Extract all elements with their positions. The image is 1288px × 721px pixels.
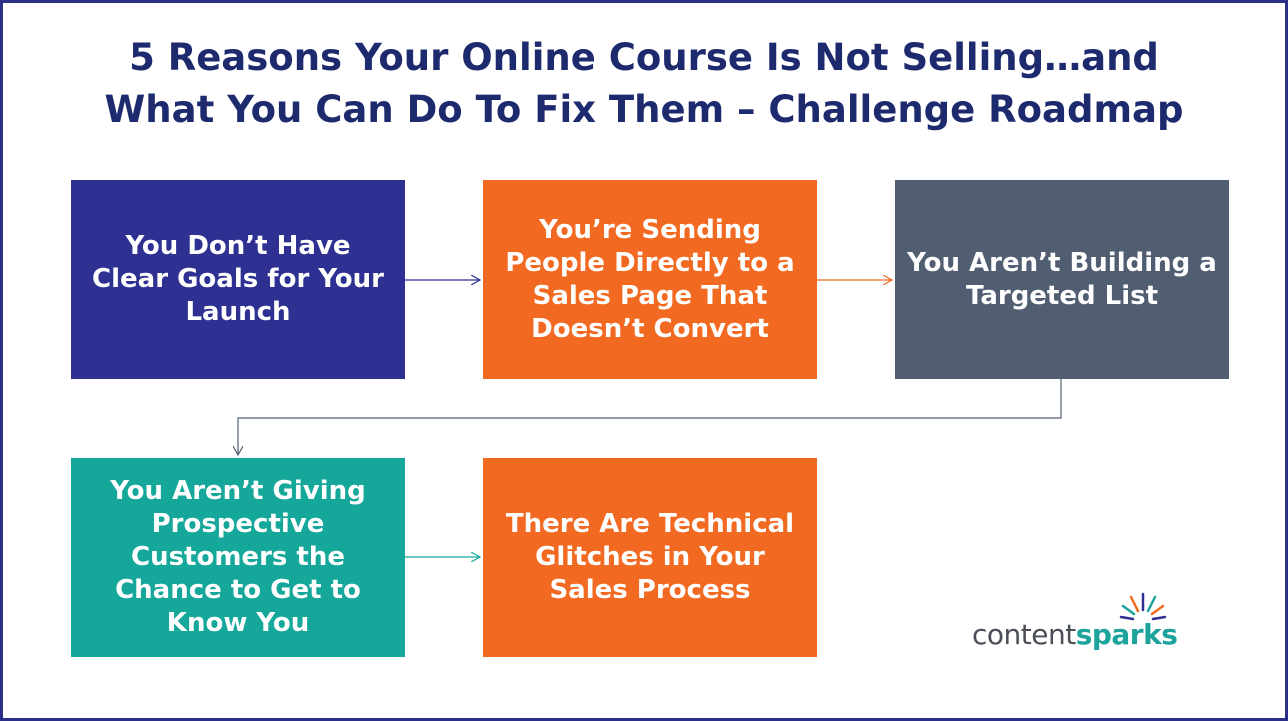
step-4-box: You Aren’t Giving Prospective Customers … — [71, 458, 405, 657]
step-4-label: You Aren’t Giving Prospective Customers … — [110, 476, 366, 638]
step-5-box: There Are Technical Glitches in Your Sal… — [483, 458, 817, 657]
sparkle-burst-icon — [1119, 592, 1167, 621]
logo-wordmark-sparks: sparks — [1075, 618, 1178, 651]
step-5-label: There Are Technical Glitches in Your Sal… — [505, 509, 795, 605]
step-1-box: You Don’t Have Clear Goals for Your Laun… — [71, 180, 405, 379]
title-line-2: What You Can Do To Fix Them – Challenge … — [104, 88, 1184, 131]
step-1-label: You Don’t Have Clear Goals for Your Laun… — [92, 231, 384, 327]
step-2-box: You’re Sending People Directly to a Sale… — [483, 180, 817, 379]
slide-title: 5 Reasons Your Online Course Is Not Sell… — [40, 32, 1248, 136]
title-line-1: 5 Reasons Your Online Course Is Not Sell… — [129, 36, 1159, 79]
logo-wordmark-content: content — [972, 618, 1076, 651]
logo-wordmark: contentsparks — [972, 618, 1178, 652]
step-3-label: You Aren’t Building a Targeted List — [907, 247, 1217, 311]
step-3-box: You Aren’t Building a Targeted List — [895, 180, 1229, 379]
contentsparks-logo: contentsparks — [968, 590, 1178, 660]
step-2-label: You’re Sending People Directly to a Sale… — [505, 214, 795, 344]
